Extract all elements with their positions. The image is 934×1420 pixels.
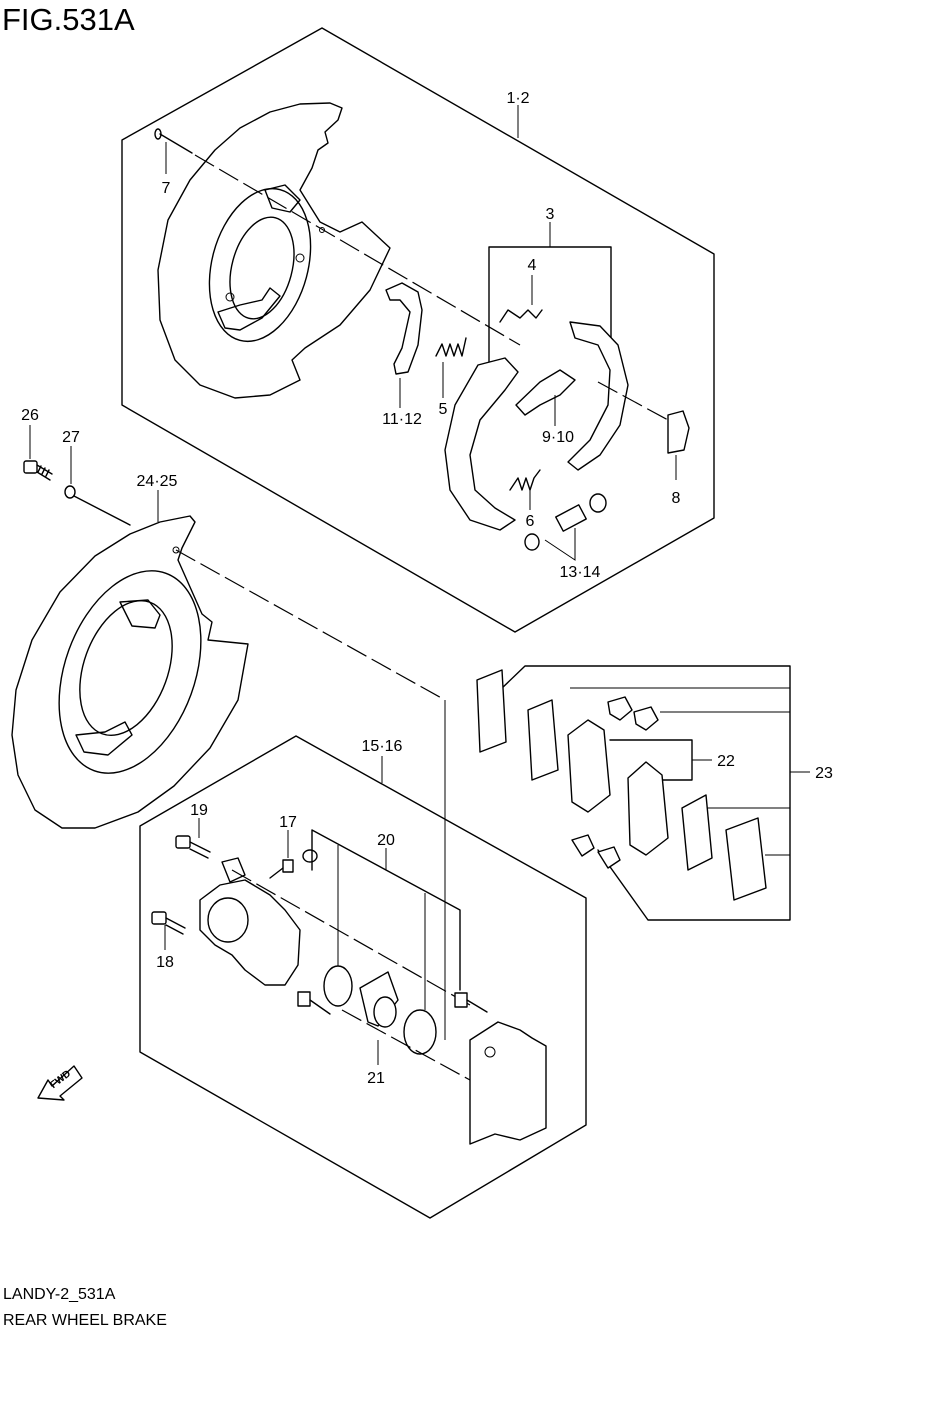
pad-kit-group	[476, 665, 810, 921]
adjuster-spring-4	[499, 309, 543, 323]
adjuster-spring-6	[509, 469, 541, 491]
slide-pin-right	[454, 992, 488, 1013]
pad-clip-upper-2	[633, 706, 659, 731]
callout-17: 17	[279, 814, 297, 831]
washer-27	[64, 485, 76, 499]
caliper-group	[139, 735, 587, 1219]
group-outline-15-16	[139, 735, 587, 1219]
callout-19: 19	[190, 802, 208, 819]
dust-boot	[403, 1009, 437, 1055]
forward-arrow-icon: FWD	[37, 1065, 83, 1101]
parking-lever	[385, 282, 423, 375]
callout-3: 3	[546, 206, 555, 223]
dashed-axis-upper	[194, 154, 521, 346]
retainer-clip	[667, 410, 690, 454]
shim-inner-left	[527, 699, 559, 781]
callout-6: 6	[526, 513, 535, 530]
backing-plate	[157, 102, 391, 399]
pad-clip-lower-1	[571, 834, 595, 857]
dashed-axis-clip	[597, 381, 669, 421]
dust-shield	[11, 515, 249, 829]
pad-kit-bracket	[499, 665, 791, 921]
bleeder-screw	[269, 849, 318, 879]
shim-outer-right	[725, 817, 767, 901]
leader-13-14	[544, 528, 576, 561]
dashed-axis-caliper	[231, 869, 471, 1006]
callout-18: 18	[156, 954, 174, 971]
leader-bolt-to-plate	[73, 495, 131, 526]
callout-20: 20	[377, 832, 395, 849]
parking-brake-group	[121, 27, 715, 633]
diagram-name: REAR WHEEL BRAKE	[3, 1312, 167, 1329]
callout-9-10: 9·10	[542, 429, 574, 446]
caliper-bracket	[469, 1021, 547, 1145]
pad-clip-upper-1	[607, 696, 633, 721]
callout-26: 26	[21, 407, 39, 424]
adjuster-assembly	[524, 493, 607, 551]
hold-down-pin	[154, 128, 193, 154]
group-outline-1-2	[121, 27, 715, 633]
return-spring-5	[435, 337, 467, 357]
shoe-kit-bracket	[488, 246, 612, 379]
bolt-19	[175, 835, 211, 859]
callout-22: 22	[717, 753, 735, 770]
slide-pin-left	[297, 991, 331, 1015]
shim-inner-right	[681, 794, 713, 871]
dashed-axis-shield	[175, 549, 446, 701]
diagram-code: LANDY-2_531A	[3, 1286, 116, 1303]
piston	[359, 971, 399, 1028]
shoe-strut	[515, 369, 576, 416]
piston-seal	[323, 965, 353, 1007]
callout-5: 5	[439, 401, 448, 418]
pad-clip-lower-2	[597, 846, 621, 869]
brake-pad-right	[627, 761, 669, 856]
bleeder-mount	[221, 857, 246, 883]
callout-24-25: 24·25	[137, 473, 178, 490]
brake-shoe-left	[444, 357, 519, 531]
callout-11-12: 11·12	[382, 411, 422, 428]
bolt-18	[151, 911, 186, 935]
callout-23: 23	[815, 765, 833, 782]
caliper-bore	[207, 897, 249, 943]
brake-pad-left	[567, 719, 611, 813]
callout-7: 7	[162, 180, 171, 197]
callout-8: 8	[672, 490, 681, 507]
bolt-26	[23, 460, 53, 481]
callout-15-16: 15·16	[362, 738, 403, 755]
callout-1-2: 1·2	[506, 90, 529, 107]
figure-title: FIG.531A	[2, 2, 135, 37]
callout-21: 21	[367, 1070, 385, 1087]
dashed-axis-lower	[341, 1009, 471, 1081]
callout-4: 4	[528, 257, 537, 274]
callout-27: 27	[62, 429, 80, 446]
brake-shoe-right	[567, 321, 629, 471]
shim-outer-left	[476, 669, 507, 753]
callout-13-14: 13·14	[560, 564, 601, 581]
